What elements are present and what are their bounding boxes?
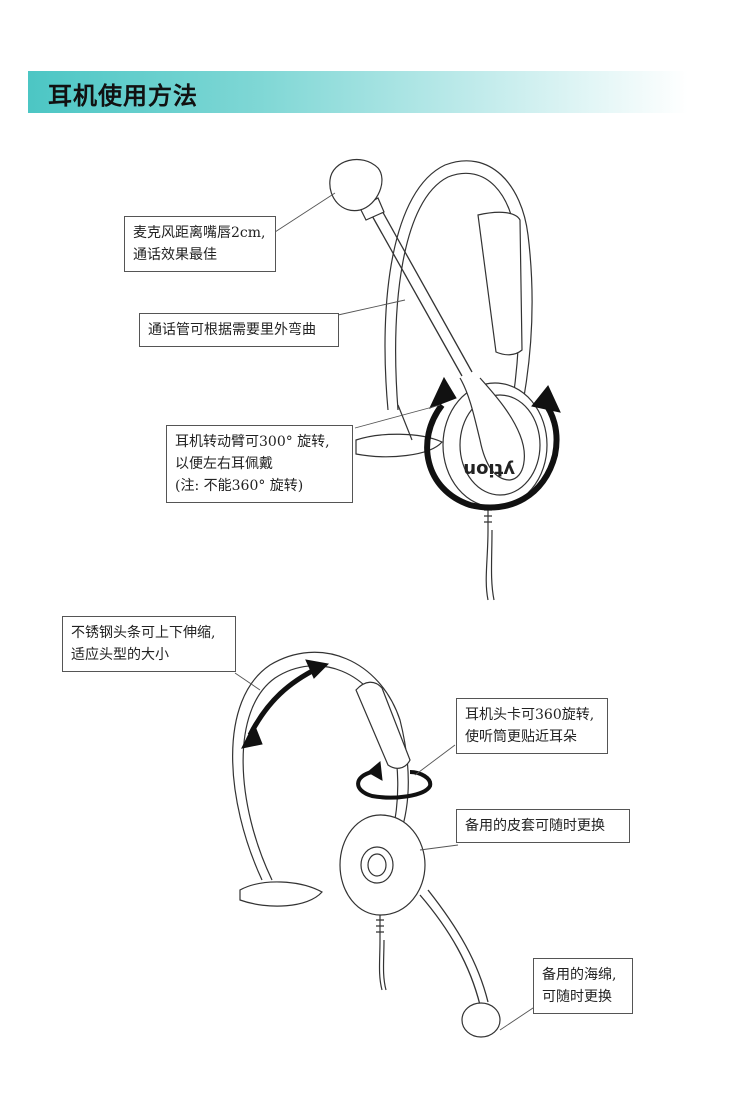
mic-foam-1 xyxy=(329,158,383,212)
ear-pad-1 xyxy=(355,433,443,458)
headset-figure-1 xyxy=(329,158,548,601)
mic-boom-1 xyxy=(365,204,463,377)
callout-mic-distance: 麦克风距离嘴唇2cm, 通话效果最佳 xyxy=(124,216,276,272)
callout-line: 使听筒更贴近耳朵 xyxy=(465,729,577,745)
callout-line: 可随时更换 xyxy=(542,989,612,1005)
section-title-bar: 耳机使用方法 xyxy=(28,71,688,113)
headband-2 xyxy=(232,651,409,881)
callout-line: 适应头型的大小 xyxy=(71,647,169,663)
callout-clip-rotate: 耳机头卡可360旋转, 使听筒更贴近耳朵 xyxy=(456,698,608,754)
mic-foam-2 xyxy=(461,1002,501,1038)
callout-headband-stretch: 不锈钢头条可上下伸缩, 适应头型的大小 xyxy=(62,616,236,672)
callout-line: 以便左右耳佩戴 xyxy=(175,456,273,472)
callout-line: 备用的皮套可随时更换 xyxy=(465,818,605,834)
callout-tube-bend: 通话管可根据需要里外弯曲 xyxy=(139,313,339,347)
callout-spare-cover: 备用的皮套可随时更换 xyxy=(456,809,630,843)
callout-line: 通话管可根据需要里外弯曲 xyxy=(148,322,316,338)
headband-1 xyxy=(384,160,533,419)
rotate-clip-arrow xyxy=(356,761,433,800)
callout-line: 耳机头卡可360旋转, xyxy=(465,707,595,723)
callout-line: 耳机转动臂可300° 旋转, xyxy=(175,434,330,450)
brand-logo: ytion xyxy=(463,459,515,480)
rotation-arrows-1 xyxy=(424,376,561,511)
callout-arm-rotate: 耳机转动臂可300° 旋转, 以便左右耳佩戴 (注: 不能360° 旋转) xyxy=(166,425,353,503)
mic-boom-2 xyxy=(419,894,481,1006)
leader-lines-1 xyxy=(274,192,441,429)
callout-line: (注: 不能360° 旋转) xyxy=(175,478,304,494)
callout-line: 麦克风距离嘴唇2cm, xyxy=(133,225,266,241)
headset-figure-2 xyxy=(232,651,501,1038)
callout-line: 通话效果最佳 xyxy=(133,247,217,263)
ear-pad-2 xyxy=(239,881,323,907)
callout-spare-foam: 备用的海绵, 可随时更换 xyxy=(533,958,633,1014)
callout-line: 不锈钢头条可上下伸缩, xyxy=(71,625,216,641)
page-title: 耳机使用方法 xyxy=(48,82,198,110)
callout-line: 备用的海绵, xyxy=(542,967,617,983)
stretch-arrow xyxy=(241,659,330,749)
